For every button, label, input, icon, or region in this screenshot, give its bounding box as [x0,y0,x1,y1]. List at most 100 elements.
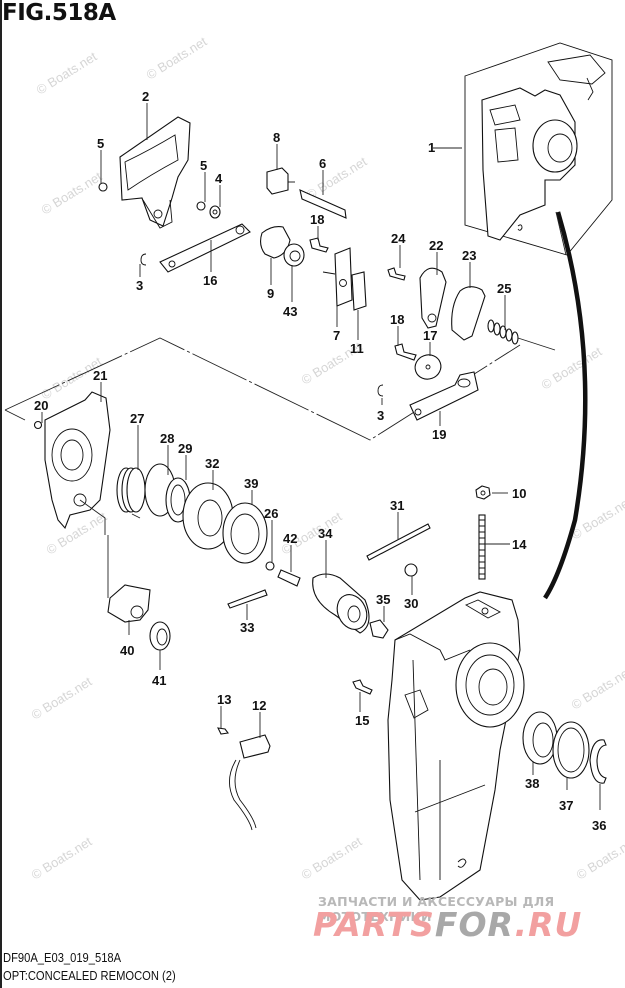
callout-label: 28 [160,431,174,446]
watermark: © Boats.net [539,344,605,393]
promo-subtitle: ЗАПЧАСТИ И АКСЕССУАРЫ ДЛЯ МОТОТЕХНИКИ [318,894,555,924]
callout-label: 7 [333,328,340,343]
part-18-bolt [309,237,329,253]
part-15-screw [352,679,373,695]
part-42-pin [277,569,301,587]
part-16-link [159,223,251,273]
callout-label: 14 [512,537,527,552]
part-26-ball [265,561,275,571]
part-2-cover [119,116,191,229]
part-1-remote-control [464,42,613,256]
part-21-plate [44,391,111,530]
part-25-spring [487,319,519,345]
part-30-cap [404,563,418,577]
callout-label: 8 [273,130,280,145]
part-39-washer [222,502,268,564]
cable [543,211,588,600]
part-14-stud [478,514,486,580]
part-5-bushing [98,182,108,192]
part-37-washer [552,721,590,779]
promo-logo-part3: .RU [514,905,583,944]
callout-label: 40 [120,643,134,658]
callout-label: 4 [215,171,223,186]
figure-code: DF90A_E03_019_518A [3,950,122,965]
callout-label: 38 [525,776,539,791]
callout-labels: 1 2 3 3 4 5 5 6 7 8 9 10 11 12 13 14 15 … [34,89,606,833]
watermark: © Boats.net [299,834,365,883]
watermark: © Boats.net [44,509,110,558]
watermark: © Boats.net [29,834,95,883]
callout-label: 41 [152,673,166,688]
part-7-plate [334,247,353,307]
part-8-switch [266,167,289,195]
callout-label: 12 [252,698,266,713]
callout-label: 35 [376,592,390,607]
callout-label: 34 [318,526,333,541]
main-housing [387,591,525,901]
promo-logo-part1: PARTS [313,905,435,944]
callout-label: 6 [319,156,326,171]
part-36-circlip [589,739,607,784]
callout-label: 32 [205,456,219,471]
part-18-bolt [394,343,417,361]
part-17-washer [414,354,442,380]
callout-label: 10 [512,486,526,501]
part-5-bushing [196,201,206,211]
leader-lines [41,103,601,810]
callout-label: 18 [390,312,404,327]
part-4-washer [209,205,221,219]
part-11-plate [351,271,367,311]
part-10-nut [475,485,491,500]
part-13-screw [217,727,229,735]
callout-label: 19 [432,427,446,442]
part-6-shaft [299,189,347,219]
part-20-screw [33,420,43,430]
watermark: © Boats.net [34,49,100,98]
callout-label: 27 [130,411,144,426]
callout-label: 26 [264,506,278,521]
callout-label: 36 [592,818,606,833]
part-12-connector [229,734,271,831]
part-43-bushing [283,243,305,267]
callout-label: 21 [93,368,107,383]
callout-label: 22 [429,238,443,253]
watermark: © Boats.net [304,154,370,203]
callout-label: 2 [142,89,149,104]
callout-label: 1 [428,140,435,155]
callout-label: 29 [178,441,192,456]
callout-label: 11 [350,341,364,356]
part-19-lever [409,371,479,421]
part-22-plate [419,267,447,329]
callout-label: 43 [283,304,297,319]
group-outline [4,409,141,519]
part-3-e-ring [377,384,384,397]
callout-label: 15 [355,713,369,728]
part-34-drum [312,573,370,634]
callout-label: 3 [377,408,384,423]
promo-logo-part2: FOR [434,905,515,944]
part-24-screw [387,267,406,281]
callout-label: 13 [217,692,231,707]
part-23-plate [451,286,486,341]
callout-label: 16 [203,273,217,288]
callout-label: 42 [283,531,297,546]
promo-logo[interactable]: PARTSFOR.RU [313,905,582,944]
watermark: © Boats.net [569,664,625,713]
callout-label: 30 [404,596,418,611]
watermark: © Boats.net [39,169,105,218]
part-3-e-ring [140,253,147,266]
watermark: © Boats.net [574,834,625,883]
callout-label: 17 [423,328,437,343]
callout-label: 18 [310,212,324,227]
callout-label: 25 [497,281,511,296]
figure-description: OPT:CONCEALED REMOCON (2) [3,968,176,983]
part-40-holder [107,584,151,623]
watermark: © Boats.net [144,34,210,83]
callout-label: 5 [200,158,207,173]
callout-label: 37 [559,798,573,813]
callout-label: 9 [267,286,274,301]
page-border [0,0,2,988]
callout-label: 3 [136,278,143,293]
part-35-bushing [369,619,389,639]
part-27-spring [116,467,146,513]
